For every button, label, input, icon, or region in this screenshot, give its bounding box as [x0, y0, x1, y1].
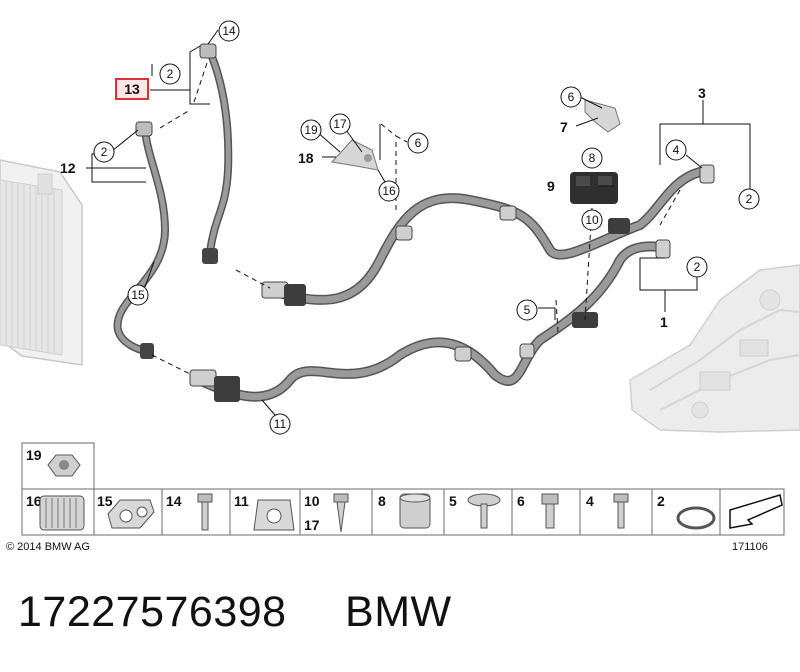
- svg-text:2: 2: [101, 145, 108, 159]
- bolt-6-icon: [541, 493, 559, 529]
- callout-2-d: 2: [686, 256, 708, 278]
- svg-text:4: 4: [586, 493, 594, 509]
- svg-text:10: 10: [304, 493, 320, 509]
- svg-text:6: 6: [517, 493, 525, 509]
- callout-6-b: 6: [560, 86, 582, 108]
- svg-text:14: 14: [222, 24, 236, 38]
- svg-text:9: 9: [547, 178, 555, 194]
- callout-11: 11: [269, 413, 291, 435]
- engine-block-illustration: [629, 264, 800, 433]
- bushing-icon: [39, 495, 85, 531]
- callout-15: 15: [127, 284, 149, 306]
- grommet-8-icon: [399, 493, 431, 529]
- svg-text:7: 7: [560, 119, 568, 135]
- svg-text:3: 3: [698, 85, 706, 101]
- svg-text:2: 2: [657, 493, 665, 509]
- svg-text:2: 2: [167, 67, 174, 81]
- callout-4: 4: [665, 139, 687, 161]
- svg-text:6: 6: [415, 136, 422, 150]
- bracket-7: [584, 99, 621, 133]
- leader-lines: [86, 29, 751, 422]
- svg-text:6: 6: [568, 90, 575, 104]
- callout-8: 8: [581, 147, 603, 169]
- svg-text:18: 18: [298, 150, 314, 166]
- callout-1: 1: [660, 314, 668, 330]
- svg-text:15: 15: [97, 493, 113, 509]
- callout-16: 16: [378, 180, 400, 202]
- arrow-icon: [729, 494, 783, 529]
- svg-text:13: 13: [124, 81, 140, 97]
- nut-icon: [47, 454, 81, 477]
- parts-table-labels: 19 16 15 14 11 10 17 8 5 6 4 2: [26, 447, 665, 533]
- svg-text:2: 2: [694, 260, 701, 274]
- svg-text:5: 5: [449, 493, 457, 509]
- svg-text:11: 11: [234, 493, 249, 509]
- svg-text:19: 19: [26, 447, 42, 463]
- callout-17: 17: [329, 113, 351, 135]
- svg-text:14: 14: [166, 493, 182, 509]
- callout-2-c: 2: [738, 188, 760, 210]
- svg-text:10: 10: [585, 213, 599, 227]
- svg-text:15: 15: [131, 288, 145, 302]
- callout-6-a: 6: [407, 132, 429, 154]
- screw-5-icon: [467, 493, 501, 529]
- svg-text:17: 17: [333, 117, 347, 131]
- callout-9: 9: [547, 178, 555, 194]
- copyright-text: © 2014 BMW AG: [6, 541, 90, 553]
- callout-12: 12: [60, 160, 76, 176]
- callout-7: 7: [560, 119, 568, 135]
- bolt-4-icon: [613, 493, 629, 529]
- svg-text:17: 17: [304, 517, 320, 533]
- svg-text:8: 8: [378, 493, 386, 509]
- parts-cell-19: [21, 442, 95, 490]
- svg-text:16: 16: [382, 184, 396, 198]
- callout-13-highlight: 13: [115, 78, 149, 100]
- callout-19: 19: [300, 119, 322, 141]
- callout-5: 5: [516, 299, 538, 321]
- radiator-illustration: [0, 159, 83, 366]
- callout-2-a: 2: [159, 63, 181, 85]
- bracket-18: [331, 139, 379, 171]
- brand-name: BMW: [345, 588, 452, 636]
- part-number: 17227576398: [18, 588, 287, 636]
- callout-3: 3: [698, 85, 706, 101]
- svg-text:16: 16: [26, 493, 42, 509]
- svg-text:2: 2: [746, 192, 753, 206]
- svg-text:11: 11: [274, 417, 287, 431]
- callout-2-b: 2: [93, 141, 115, 163]
- o-ring-icon: [676, 506, 716, 530]
- rubber-mount-9: [570, 172, 618, 204]
- screw-10-icon: [333, 493, 349, 533]
- cooling-pipes: [113, 48, 705, 402]
- callout-18: 18: [298, 150, 314, 166]
- svg-text:12: 12: [60, 160, 76, 176]
- clip-11-icon: [253, 499, 295, 531]
- parts-diagram: 14 2 13 2 12 15 11 19 17 18 6 16: [0, 20, 800, 536]
- caption: 17227576398 BMW: [18, 588, 452, 637]
- svg-text:5: 5: [524, 303, 531, 317]
- bolt-14-icon: [197, 493, 213, 531]
- svg-text:1: 1: [660, 314, 668, 330]
- svg-text:4: 4: [673, 143, 680, 157]
- clip-15-icon: [107, 499, 155, 529]
- callout-10: 10: [581, 209, 603, 231]
- diagram-number: 171106: [732, 541, 768, 553]
- svg-text:8: 8: [589, 151, 596, 165]
- svg-text:19: 19: [304, 123, 318, 137]
- callout-14: 14: [218, 20, 240, 42]
